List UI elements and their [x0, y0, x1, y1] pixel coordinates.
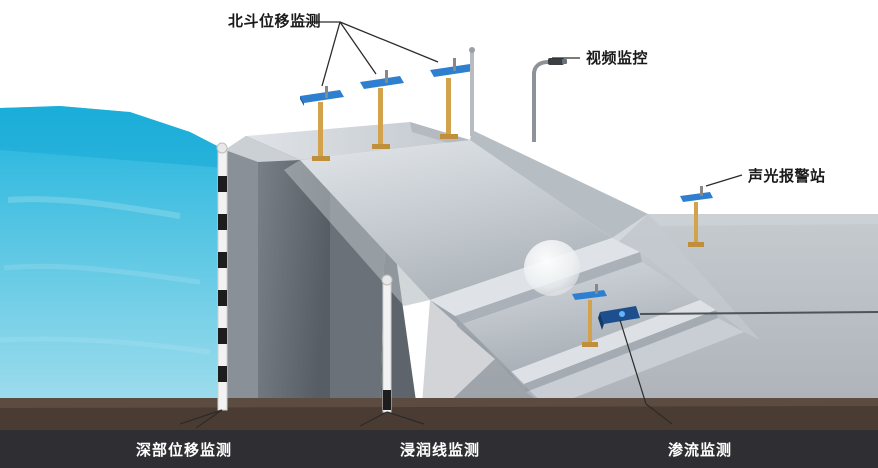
- dam-crest: [225, 122, 472, 162]
- seepage-station: [572, 284, 640, 347]
- label-phreatic-line-monitoring: 浸润线监测: [400, 441, 481, 459]
- antenna-pole: [469, 47, 475, 136]
- alarm-station: [680, 186, 713, 247]
- reservoir-water: [0, 106, 225, 430]
- deep-displacement-leader-line: [179, 409, 223, 429]
- seepage-drain-line: [639, 311, 878, 315]
- label-seepage-monitoring: 渗流监测: [668, 441, 733, 459]
- bottom-label-bar: [0, 430, 878, 468]
- video-camera-pole: [532, 58, 567, 142]
- beidou-station-2: [360, 70, 404, 149]
- phreatic-line-borehole: [381, 274, 393, 413]
- beidou-station-3: [430, 58, 474, 139]
- phreatic-line-leader-line: [359, 411, 425, 427]
- face-highlight-spot: [524, 240, 580, 296]
- seepage-leader-line-2: [645, 403, 673, 425]
- label-audible-visual-alarm-station: 声光报警站: [748, 167, 826, 185]
- label-deep-displacement-monitoring: 深部位移监测: [136, 441, 233, 459]
- label-beidou-displacement-monitoring: 北斗位移监测: [228, 12, 322, 30]
- callout-leader-lines: [296, 21, 743, 187]
- dam-downstream-face: [284, 130, 760, 430]
- label-video-surveillance: 视频监控: [586, 49, 649, 67]
- seepage-leader-line: [619, 319, 647, 405]
- deep-displacement-borehole: [216, 142, 228, 411]
- beidou-station-1: [300, 86, 344, 161]
